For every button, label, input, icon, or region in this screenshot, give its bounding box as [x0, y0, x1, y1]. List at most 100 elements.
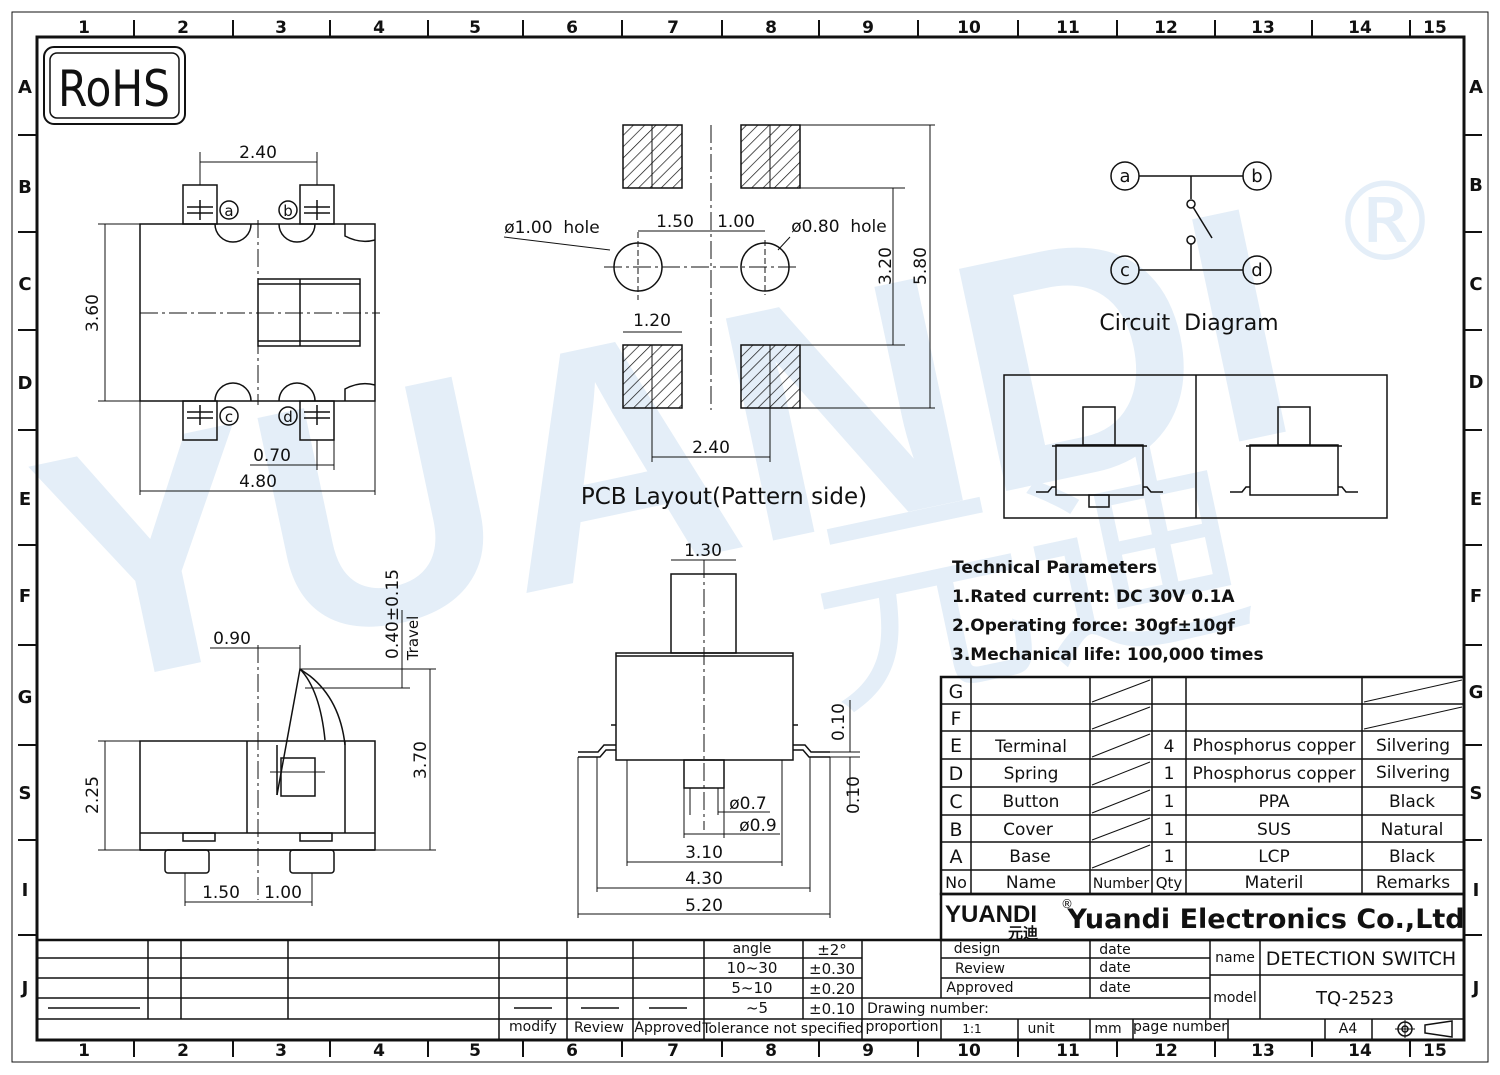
- pcb-layout-title: PCB Layout(Pattern side): [581, 484, 867, 510]
- col-label: 6: [566, 18, 578, 38]
- col-label: 9: [862, 18, 874, 38]
- bom-material: Phosphorus copper: [1192, 736, 1355, 756]
- tech-param-item: 1.Rated current: DC 30V 0.1A: [952, 587, 1235, 607]
- rohs-label: RoHS: [58, 60, 170, 118]
- col-label: 1: [78, 18, 90, 38]
- col-label: 10: [957, 18, 981, 38]
- col-label: 3: [275, 18, 287, 38]
- row-label: E: [19, 489, 31, 510]
- top-view: [98, 152, 380, 495]
- bom-header-qty: Qty: [1156, 874, 1183, 892]
- scale-value: 1:1: [962, 1022, 981, 1036]
- row-label: F: [1470, 586, 1482, 607]
- bom-name: Spring: [1004, 764, 1059, 784]
- bom-header-number: Number: [1093, 876, 1149, 892]
- bom-name: Button: [1003, 792, 1060, 812]
- model-label: model: [1213, 990, 1257, 1006]
- dim-right-offset: 1.00: [717, 212, 755, 232]
- dim-pin-left: 1.50: [202, 883, 240, 903]
- top-view-labels: a b c d 2.40 3.60 0.70 4.80: [83, 143, 293, 492]
- frame-ticks: [18, 20, 1482, 1057]
- col-label: 12: [1154, 1041, 1178, 1061]
- pcb-layout: [503, 124, 935, 462]
- bom-material: LCP: [1258, 847, 1290, 867]
- circuit-pin-c: c: [1120, 260, 1130, 281]
- col-label: 7: [667, 1041, 679, 1061]
- circuit-pin-d: d: [1251, 260, 1262, 281]
- row-label: C: [1469, 274, 1482, 295]
- col-label: 13: [1251, 1041, 1275, 1061]
- tol-range: angle: [733, 941, 772, 957]
- company-banner: YUANDI 元迪 ® Yuandi Electronics Co.,Ltd: [939, 892, 1466, 942]
- bom-remarks: Silvering: [1376, 763, 1450, 783]
- dim-pitch: 0.70: [253, 446, 291, 466]
- col-label: 14: [1348, 18, 1372, 38]
- company-logo-registered: ®: [1061, 897, 1073, 911]
- col-label: 8: [765, 18, 777, 38]
- date-label: date: [1099, 942, 1131, 958]
- page-number-label: page number: [1133, 1019, 1227, 1035]
- tech-params-title: Technical Parameters: [952, 558, 1157, 578]
- col-label: 5: [469, 1041, 481, 1061]
- bom-header-material: Materil: [1245, 873, 1304, 893]
- col-label: 14: [1348, 1041, 1372, 1061]
- profile-views: [1003, 374, 1388, 519]
- bom-qty: 1: [1164, 820, 1175, 840]
- bom-remarks: Silvering: [1376, 736, 1450, 756]
- col-label: 9: [862, 1041, 874, 1061]
- proportion-label: proportion: [866, 1019, 939, 1035]
- col-label: 5: [469, 18, 481, 38]
- tolerance-label: Tolerance not specified: [701, 1021, 863, 1037]
- col-label: 10: [957, 1041, 981, 1061]
- row-label: J: [20, 978, 29, 999]
- col-label: 2: [177, 1041, 189, 1061]
- col-label: 8: [765, 1041, 777, 1061]
- row-label: A: [18, 77, 32, 98]
- side-view: [98, 610, 436, 906]
- date-label: date: [1099, 960, 1131, 976]
- tol-value: ±2°: [817, 941, 847, 959]
- bom-header-no: No: [945, 873, 967, 892]
- company-name: Yuandi Electronics Co.,Ltd: [1066, 904, 1464, 935]
- col-label: 1: [78, 1041, 90, 1061]
- unit-value: mm: [1094, 1021, 1121, 1037]
- dim-pin-right: 1.00: [264, 883, 302, 903]
- bom-qty: 4: [1164, 737, 1175, 757]
- dim-top-width: 2.40: [239, 143, 277, 163]
- dim-plunger: 1.30: [684, 541, 722, 561]
- tol-value: ±0.30: [809, 960, 855, 978]
- tol-value: ±0.20: [809, 980, 855, 998]
- row-label: D: [1469, 372, 1484, 393]
- row-label: J: [1471, 978, 1480, 999]
- row-label: I: [1473, 880, 1480, 901]
- bom-material: SUS: [1257, 820, 1291, 840]
- pin-d-label: d: [283, 408, 293, 426]
- col-label: 11: [1056, 1041, 1080, 1061]
- col-label: 7: [667, 18, 679, 38]
- front-view: [577, 559, 860, 918]
- col-label: 6: [566, 1041, 578, 1061]
- row-label: S: [19, 783, 32, 804]
- col-label: 12: [1154, 18, 1178, 38]
- tech-param-item: 3.Mechanical life: 100,000 times: [952, 645, 1264, 665]
- name-label: name: [1215, 950, 1255, 966]
- technical-parameters: Technical Parameters 1.Rated current: DC…: [952, 558, 1264, 665]
- col-label: 15: [1423, 1041, 1447, 1061]
- col-label: 2: [177, 18, 189, 38]
- row-label: F: [19, 586, 31, 607]
- tol-range: 10~30: [727, 959, 778, 977]
- col-label: 3: [275, 1041, 287, 1061]
- bom-no: B: [949, 819, 962, 841]
- col-label: 4: [373, 18, 385, 38]
- date-label: date: [1099, 980, 1131, 996]
- row-labels-right: A B C D E F G S I J: [1469, 77, 1484, 999]
- bom-material: Phosphorus copper: [1192, 764, 1355, 784]
- dim-height: 3.60: [83, 294, 103, 332]
- row-labels-left: A B C D E F G S I J: [18, 77, 33, 999]
- dim-body-height: 2.25: [83, 776, 103, 814]
- modify-label: modify: [509, 1019, 557, 1035]
- bom-name: Base: [1009, 847, 1050, 867]
- bom-material: PPA: [1258, 792, 1289, 812]
- side-view-labels: 0.90 0.40±0.15 Travel 3.70 2.25 1.50 1.0…: [83, 569, 431, 903]
